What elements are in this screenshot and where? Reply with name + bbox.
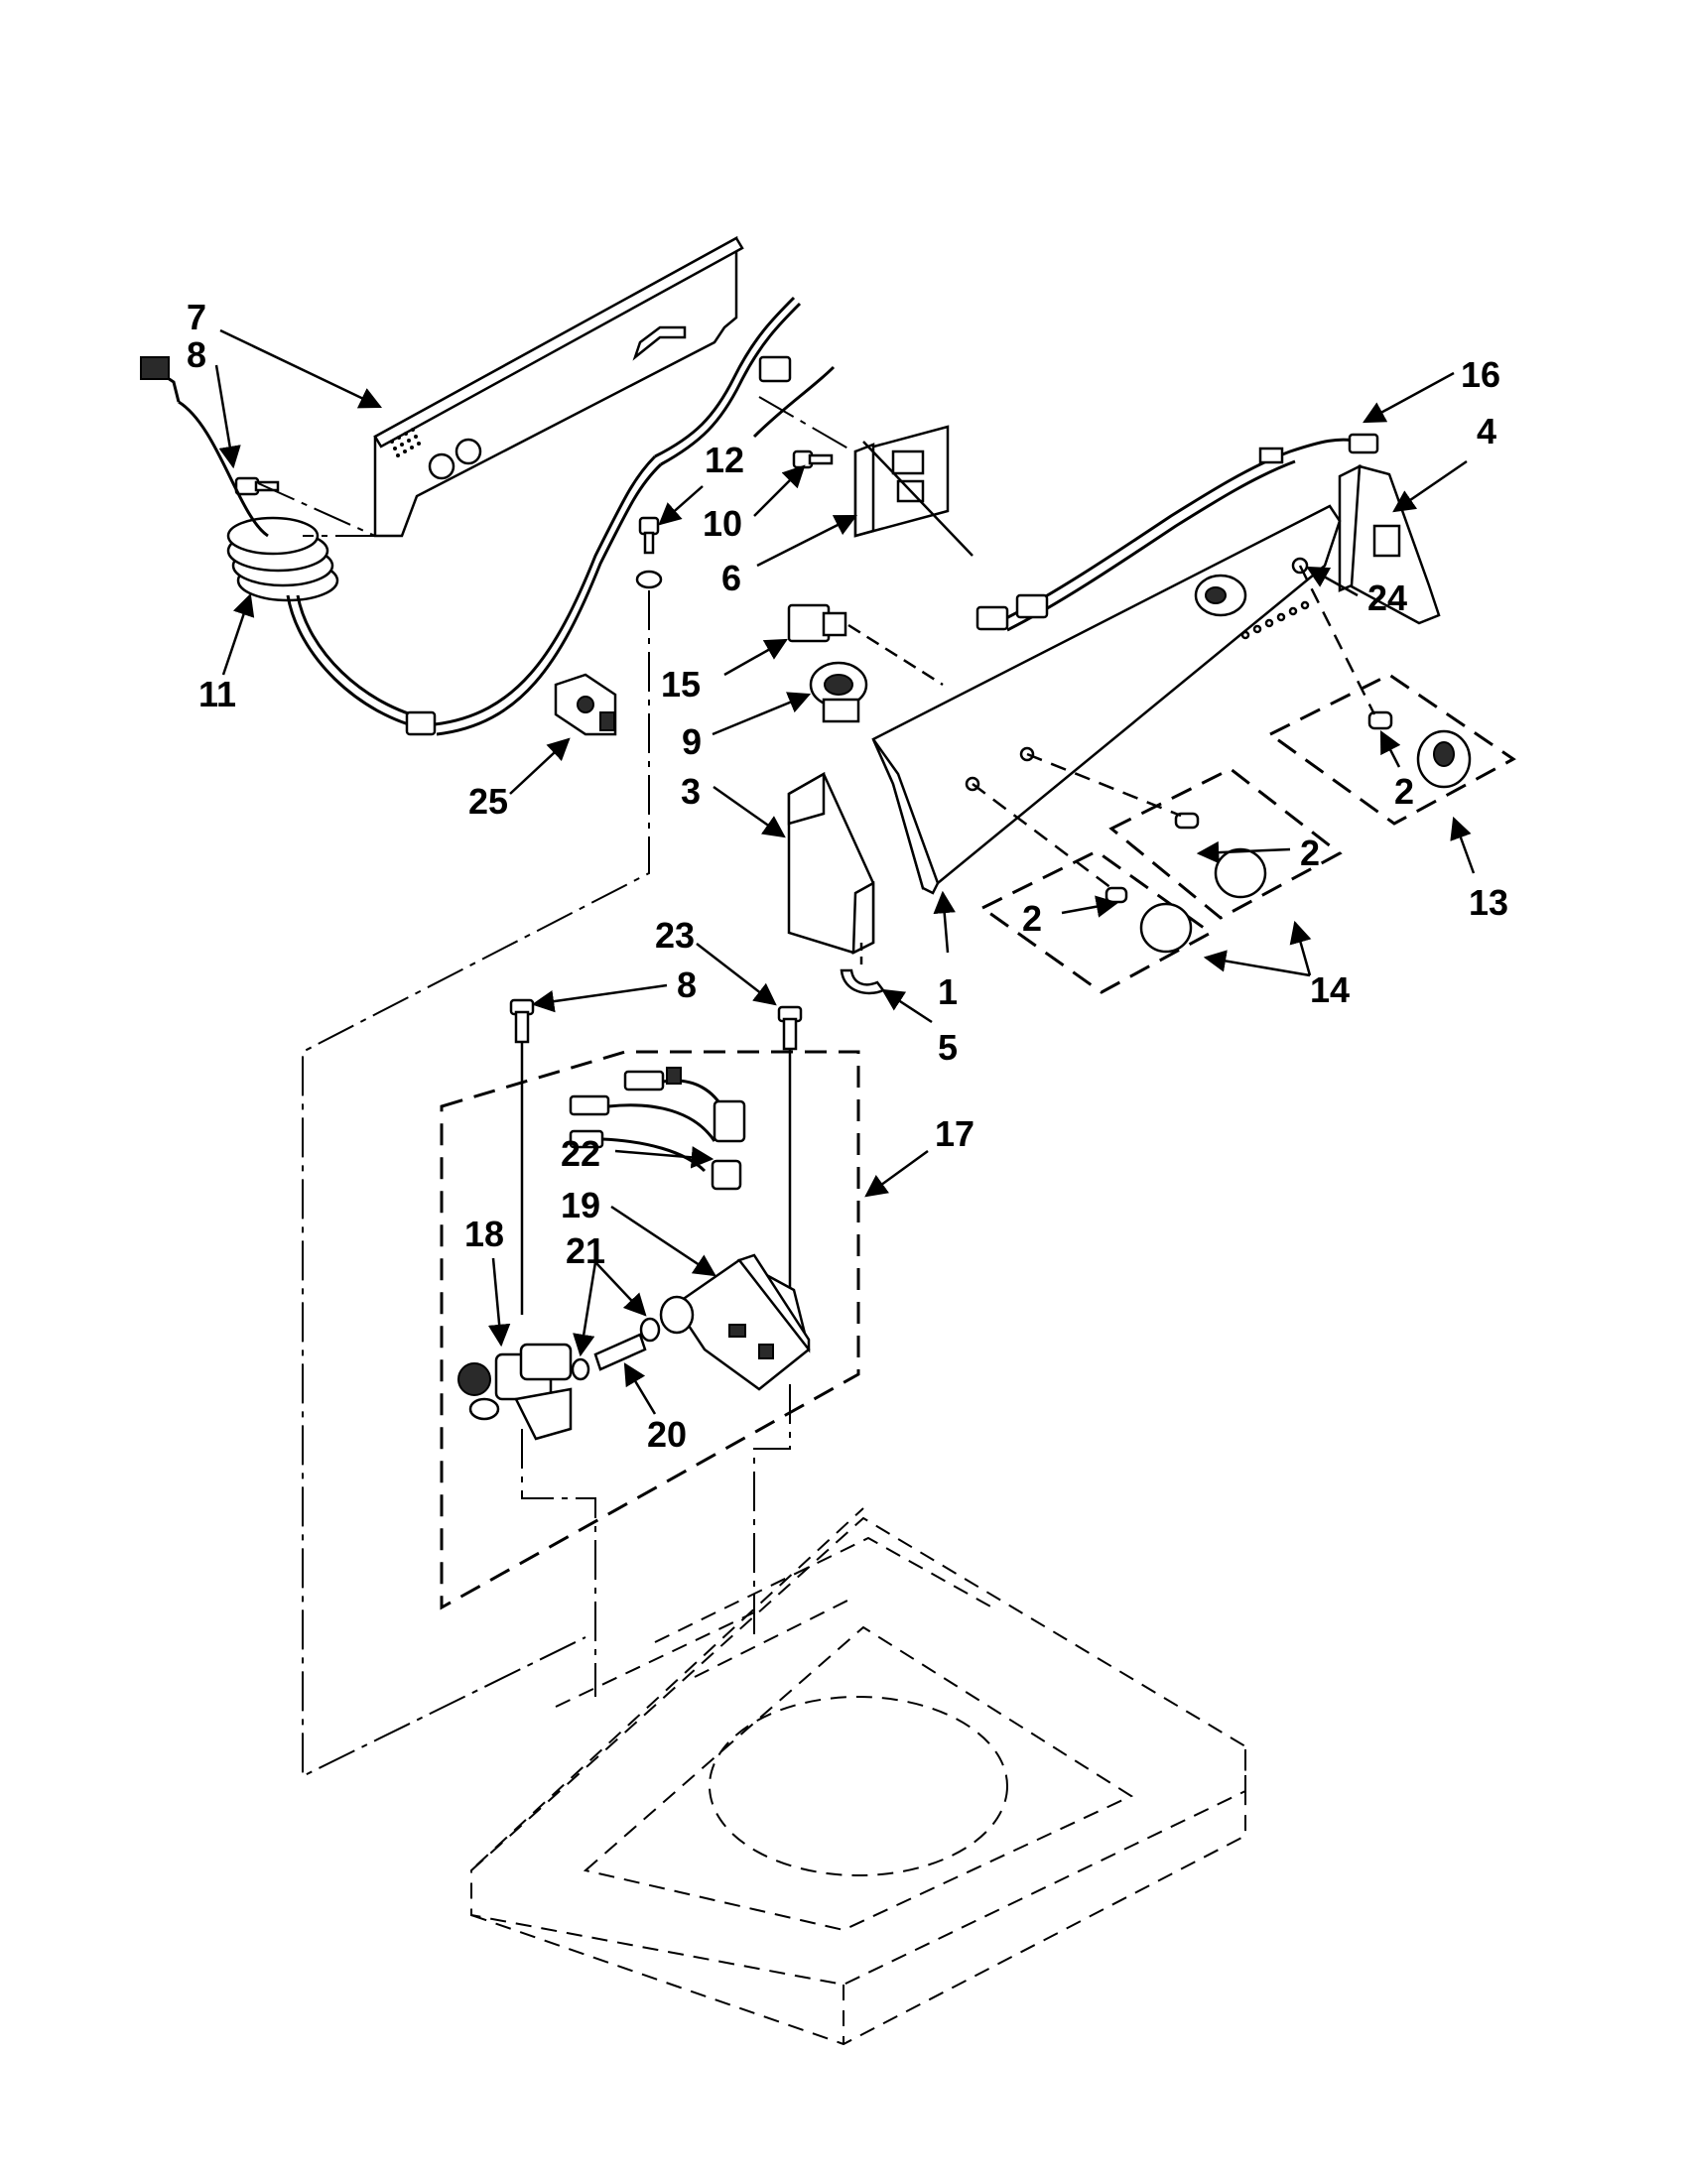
callout-1: 1 (938, 971, 958, 1012)
cabinet-top-reference (470, 1507, 1246, 2046)
callout-24: 24 (1367, 578, 1407, 618)
screws-lower (509, 998, 803, 1315)
power-cord (140, 356, 663, 736)
assembly-phantom-lines (257, 396, 854, 1778)
knob-alignment-lines (972, 565, 1376, 889)
callout-11: 11 (198, 674, 236, 714)
callout-labels: 7 8 11 12 10 6 15 9 3 25 1 5 16 4 24 2 2… (187, 297, 1508, 1455)
cycle-selector-switch (809, 661, 868, 723)
callout-9: 9 (682, 721, 702, 762)
callout-20: 20 (647, 1414, 687, 1455)
callout-8-lower: 8 (677, 964, 697, 1005)
callout-21: 21 (566, 1230, 605, 1271)
ground-wire (654, 296, 836, 466)
callout-25: 25 (468, 781, 508, 822)
screw-10 (792, 450, 834, 469)
callout-23: 23 (655, 915, 695, 956)
callout-17: 17 (935, 1113, 974, 1154)
hidden-alignment-lines (521, 1384, 791, 1697)
callout-22: 22 (561, 1133, 600, 1174)
callout-2-knob14b: 2 (1022, 898, 1042, 939)
pressure-switch (787, 603, 944, 687)
callout-5: 5 (938, 1027, 958, 1068)
ground-screw-12 (635, 516, 663, 589)
console-back-panel (373, 235, 744, 538)
valve-wire-harness (569, 1067, 746, 1191)
callout-10: 10 (703, 503, 742, 544)
water-inlet-valve (457, 1343, 573, 1441)
callout-6: 6 (721, 558, 741, 598)
knob-assembly-14a (1108, 767, 1343, 920)
callout-2-knob13: 2 (1394, 771, 1414, 812)
console-end-cap-left (787, 771, 875, 956)
strain-relief-grommet (554, 673, 617, 736)
callout-3: 3 (681, 771, 701, 812)
control-wire-harness (975, 433, 1379, 632)
callout-13: 13 (1469, 882, 1508, 923)
fill-hose (571, 1317, 661, 1381)
dispenser (659, 1253, 811, 1391)
callout-15: 15 (661, 664, 701, 705)
leader-lines (214, 328, 1476, 1415)
console-end-cap-right (1338, 463, 1441, 625)
callout-19: 19 (561, 1185, 600, 1225)
control-board (853, 425, 974, 557)
callout-2-knob14a: 2 (1300, 833, 1320, 873)
dispenser-assembly-17 (440, 1050, 860, 1610)
knob-assembly-14b (979, 849, 1214, 994)
callout-14: 14 (1310, 969, 1350, 1010)
callout-12: 12 (705, 440, 744, 480)
callout-18: 18 (464, 1214, 504, 1254)
callout-16: 16 (1461, 354, 1500, 395)
callout-4: 4 (1477, 411, 1496, 451)
end-cap-clip (840, 943, 885, 995)
console-panel (871, 504, 1342, 895)
callout-8-top: 8 (187, 334, 206, 375)
knob-assembly-13 (1267, 673, 1516, 826)
screw-8-top (234, 476, 280, 496)
callout-7: 7 (187, 297, 206, 337)
